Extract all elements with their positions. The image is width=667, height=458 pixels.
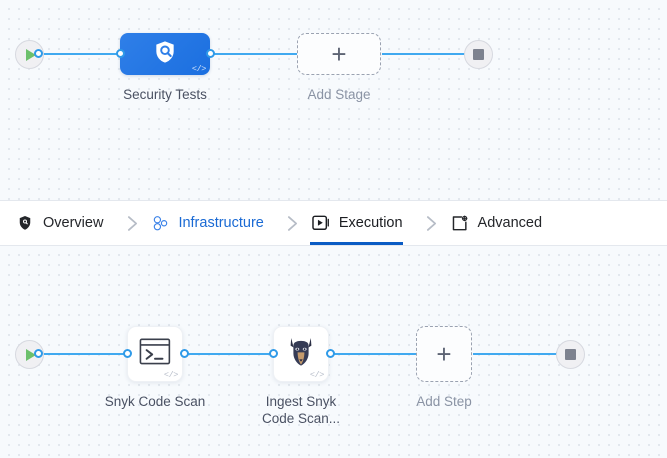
pipeline-end-node[interactable] [464, 40, 493, 69]
stage-security-tests[interactable]: </> Security Tests [75, 33, 255, 103]
tab-advanced[interactable]: Advanced [449, 201, 555, 245]
code-badge: </> [309, 370, 325, 380]
tab-infrastructure-label: Infrastructure [178, 215, 264, 231]
add-stage-card[interactable]: + [297, 33, 381, 75]
doberman-logo-icon [286, 336, 316, 373]
chevron-right-icon [115, 201, 149, 245]
plus-icon: + [436, 339, 452, 369]
add-step-label: Add Step [416, 394, 472, 409]
advanced-settings-icon [451, 214, 469, 232]
step-canvas[interactable]: </> Snyk Code Scan [0, 246, 667, 458]
play-icon [26, 348, 36, 361]
edge-start-to-security-tests [38, 53, 130, 55]
plus-icon: + [331, 39, 347, 69]
edge-ingest-to-add-step [330, 353, 416, 355]
play-box-icon [312, 214, 330, 232]
edge-snyk-code-scan-to-ingest [184, 353, 274, 355]
port-snyk-code-scan-out[interactable] [180, 349, 189, 358]
port-ingest-out[interactable] [326, 349, 335, 358]
edge-add-step-to-end [473, 353, 559, 355]
port-security-tests-out[interactable] [206, 49, 215, 58]
edge-start-to-snyk-code-scan [38, 353, 128, 355]
tab-active-underline [309, 242, 403, 245]
tab-infrastructure[interactable]: Infrastructure [149, 201, 275, 245]
tab-advanced-label: Advanced [477, 215, 543, 231]
port-exec-start-out[interactable] [34, 349, 43, 358]
security-shield-scan-icon [152, 39, 178, 70]
stop-icon [565, 349, 576, 360]
port-ingest-in[interactable] [269, 349, 278, 358]
step-ingest-snyk-code-scan-label: Ingest Snyk Code Scan... [261, 394, 341, 426]
step-snyk-code-scan-card[interactable]: </> [127, 326, 183, 382]
chevron-right-icon [415, 201, 449, 245]
port-start-out[interactable] [34, 49, 43, 58]
tab-overview-label: Overview [43, 215, 104, 231]
stage-security-tests-label: Security Tests [123, 87, 207, 102]
step-snyk-code-scan-label: Snyk Code Scan [104, 394, 206, 409]
stage-canvas[interactable]: </> Security Tests + Add Stage [0, 0, 667, 200]
step-snyk-code-scan[interactable]: </> Snyk Code Scan [99, 326, 211, 410]
play-icon [26, 48, 36, 61]
port-security-tests-in[interactable] [116, 49, 125, 58]
edge-add-stage-to-end [382, 53, 470, 55]
add-step-card[interactable]: + [416, 326, 472, 382]
step-ingest-snyk-code-scan-card[interactable]: </> [273, 326, 329, 382]
execution-end-node[interactable] [556, 340, 585, 369]
tab-execution-label: Execution [338, 215, 403, 231]
pipeline-tabbar[interactable]: Overview Infrastructure [0, 200, 667, 246]
add-stage-label: Add Stage [307, 87, 371, 102]
add-stage[interactable]: + Add Stage [256, 33, 422, 103]
chevron-right-icon [276, 201, 310, 245]
shield-icon [16, 214, 34, 232]
port-snyk-code-scan-in[interactable] [123, 349, 132, 358]
step-ingest-snyk-code-scan[interactable]: </> Ingest Snyk Code Scan... [245, 326, 357, 427]
stop-icon [473, 49, 484, 60]
code-badge: </> [163, 370, 179, 380]
edge-security-tests-to-add-stage [210, 53, 302, 55]
stage-security-tests-card[interactable]: </> [120, 33, 210, 75]
terminal-icon [139, 338, 171, 371]
code-badge: </> [191, 64, 207, 74]
pipeline-start-node[interactable] [15, 40, 44, 69]
add-step[interactable]: + Add Step [388, 326, 500, 410]
infrastructure-nodes-icon [151, 214, 169, 232]
tab-overview[interactable]: Overview [14, 201, 115, 245]
tab-execution[interactable]: Execution [309, 201, 415, 245]
